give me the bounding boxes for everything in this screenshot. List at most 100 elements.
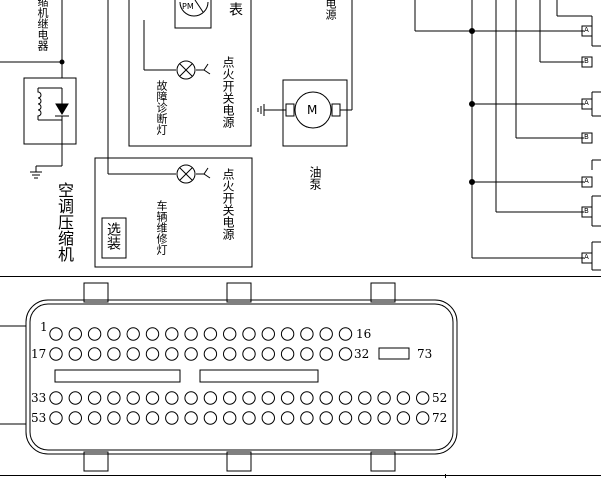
tag-box (581, 252, 593, 264)
optional-box (101, 217, 127, 259)
connector-pin (184, 347, 198, 361)
connector-pin (145, 327, 160, 341)
connector-pin (280, 327, 295, 341)
pin-label-72: 72 (432, 411, 448, 425)
connector-tab (83, 451, 109, 472)
pin-label-53: 53 (31, 411, 47, 425)
connector-pin (145, 411, 160, 425)
compressor-relay-label: 缩机继电器 (36, 0, 49, 51)
connector-pin (416, 391, 430, 405)
fault-lamp-box (128, 0, 252, 147)
connector-pin (358, 391, 372, 405)
pin-label-73: 73 (417, 347, 433, 361)
meter-label-fragment: 表 (227, 2, 243, 16)
connector-pin (68, 391, 83, 405)
fuel-pump-motor (294, 91, 332, 129)
connector-pin (242, 391, 256, 405)
connector-pin (319, 391, 333, 405)
fuel-pump-label: 油泵 (308, 166, 322, 190)
connector-key-left (54, 369, 181, 383)
connector-pin (358, 411, 372, 425)
connector-pin (107, 347, 121, 361)
connector-pin (377, 391, 391, 405)
connector-pin (300, 391, 314, 405)
connector-pin (87, 347, 102, 361)
connector-pin (145, 347, 160, 361)
connector-pin (242, 327, 256, 341)
ac-compressor-label: 空调压缩机 (55, 182, 74, 262)
connector-pin (319, 327, 333, 341)
connector-pin (49, 327, 63, 341)
connector-pin (338, 347, 353, 361)
relay-diode (55, 103, 69, 115)
connector-tab (83, 282, 109, 303)
repair-lamp-box (94, 157, 253, 268)
connector-pin (338, 391, 353, 405)
connector-pin (126, 327, 140, 341)
tag-b: B (584, 133, 589, 141)
pin-label-1: 1 (40, 320, 48, 334)
pin-label-16: 16 (356, 327, 372, 341)
connector-pin (280, 411, 295, 425)
tag-a: A (584, 177, 589, 185)
connector-pin (165, 411, 179, 425)
connector-pin (242, 411, 256, 425)
connector-pin (377, 411, 391, 425)
pin-label-17: 17 (31, 347, 47, 361)
connector-pin (107, 327, 121, 341)
relay-coil (37, 88, 42, 120)
tag-a: A (584, 99, 589, 107)
connector-outer (25, 299, 458, 455)
connector-pin (203, 327, 218, 341)
connector-pin (87, 391, 102, 405)
connector-pin (49, 391, 63, 405)
tag-box (581, 132, 593, 144)
connector-pin (300, 347, 314, 361)
connector-pins (49, 327, 430, 425)
connector-pin (126, 347, 140, 361)
connector-pin (107, 411, 121, 425)
connector-pin (49, 347, 63, 361)
ignition-power-label-2: 点火开关电源 (221, 168, 235, 240)
fuel-pump-motor-text: M (307, 103, 318, 117)
connector-inner (29, 303, 454, 451)
connector-pin (68, 411, 83, 425)
pin-label-32: 32 (354, 347, 370, 361)
connector-tab (226, 451, 252, 472)
connector-pin (203, 411, 218, 425)
gauge-dial (179, 1, 209, 17)
connector-pin (319, 411, 333, 425)
connector-pin (261, 391, 275, 405)
tag-box (581, 176, 593, 188)
connector-pin (416, 411, 430, 425)
relay-box (23, 77, 77, 145)
connector-key-right (199, 369, 319, 383)
connector-pin (184, 391, 198, 405)
connector-pin (261, 411, 275, 425)
tag-box (581, 25, 593, 37)
optional-label: 选装 (105, 222, 121, 250)
connector-pin (338, 327, 353, 341)
connector-pin (68, 327, 83, 341)
connector-pin (396, 411, 411, 425)
connector-pin (126, 391, 140, 405)
connector-pin (223, 391, 237, 405)
fault-lamp-icon (176, 60, 196, 80)
aux-pin-73 (378, 347, 410, 360)
connector-pin (184, 411, 198, 425)
ignition-power-label-1: 点火开关电源 (221, 56, 235, 128)
connector-pin (338, 411, 353, 425)
tag-box (581, 206, 593, 218)
connector-pin (126, 411, 140, 425)
connector-pin (203, 391, 218, 405)
connector-pin (319, 347, 333, 361)
connector-pin (203, 347, 218, 361)
fuel-pump-box (282, 79, 348, 147)
connector-pin (223, 347, 237, 361)
connector-pin (223, 411, 237, 425)
tag-b: B (584, 207, 589, 215)
connector-pin (300, 411, 314, 425)
tag-b: B (584, 57, 589, 65)
connector-pin (280, 391, 295, 405)
